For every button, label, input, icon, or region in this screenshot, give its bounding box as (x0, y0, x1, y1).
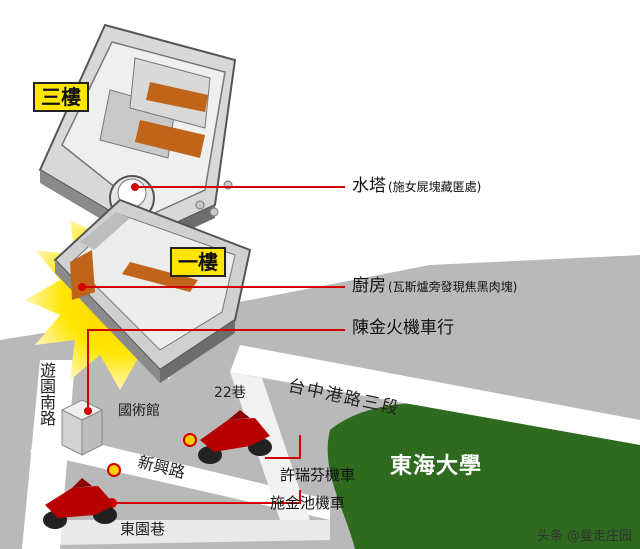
campus-area (327, 402, 640, 549)
kitchen-label: 廚房(瓦斯爐旁發現焦黑肉塊) (352, 278, 517, 295)
road-xinxing (30, 430, 330, 520)
lane-label: 22巷 (214, 385, 246, 401)
vehicle-a-label: 許瑞芬機車 (280, 466, 356, 484)
motorcycle-icon-a (198, 410, 272, 464)
shop-label: 陳金火機車行 (352, 318, 454, 338)
road-dongyuan (60, 520, 330, 545)
third-floor-tag: 三樓 (33, 82, 89, 112)
kitchen-title: 廚房 (352, 276, 386, 296)
leader-lines (82, 186, 345, 504)
campus-label: 東海大學 (390, 454, 483, 479)
water-tower-note: (施女屍塊藏匿處) (388, 180, 482, 194)
first-floor-tag: 一樓 (170, 247, 226, 277)
shop-box-icon (60, 399, 104, 456)
road-main (230, 345, 640, 445)
water-tower-label: 水塔(施女屍塊藏匿處) (352, 178, 481, 195)
guoshu-label: 國術館 (118, 403, 160, 419)
water-tower-title: 水塔 (352, 176, 386, 196)
dongyuan-label: 東園巷 (120, 520, 166, 538)
road-left-vertical-label: 遊園南路 (37, 362, 56, 426)
vehicle-b-label: 施金池機車 (270, 494, 346, 512)
kitchen-note: (瓦斯爐旁發現焦黑肉塊) (388, 280, 518, 294)
route-dots (107, 433, 197, 508)
motorcycle-icon-b (43, 478, 117, 529)
watermark: 头条 @曼走庄园 (536, 529, 632, 544)
